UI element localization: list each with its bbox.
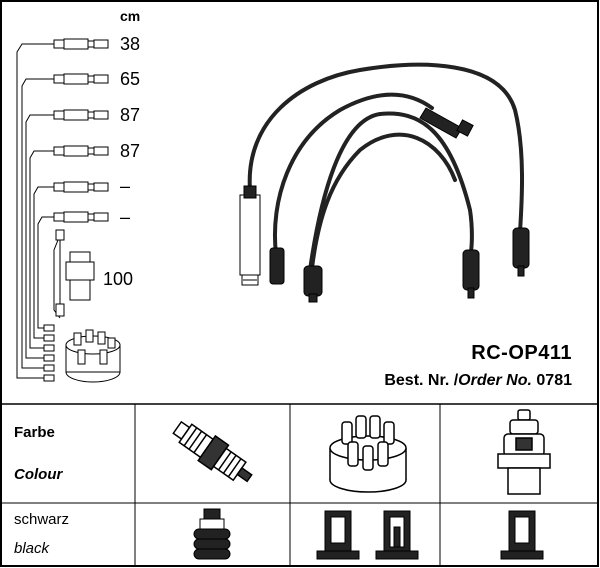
colour-header-en: Colour [14,466,63,483]
length-label: 87 [120,141,141,161]
connector-row-4 [53,145,109,157]
connector-row-1 [53,38,109,50]
length-label: – [120,176,131,196]
distributor-terminal-icon [316,510,360,560]
length-label: 100 [103,269,134,289]
colour-header-de: Farbe [14,424,55,441]
length-label: 87 [120,105,141,125]
spark-plug-terminal-icon [193,508,231,560]
order-number-line: Best. Nr. /Order No. 0781 [384,372,572,390]
wire-schematic [16,43,61,379]
schematic-distributor-icon [43,324,121,383]
length-label: 38 [120,34,141,54]
length-label: – [120,207,131,227]
connector-row-2 [53,73,109,85]
distributor-terminal-icon [375,510,419,560]
distributor-cap-icon [329,415,407,493]
cable-boots [239,107,530,303]
schematic-coil-icon [55,229,95,317]
ignition-cables [247,62,525,272]
product-code: RC-OP411 [471,342,572,364]
unit-label: cm [120,8,141,24]
ignition-coil-icon [497,409,551,495]
spark-plug-icon [172,420,253,483]
order-prefix: Best. Nr. / [384,372,459,389]
wire-38 [16,43,54,379]
connector-row-5 [53,181,109,193]
order-number: 0781 [536,372,572,389]
connector-row-3 [53,109,109,121]
connector-row-6 [53,211,109,223]
order-label: Order No. [458,372,532,389]
colour-value-en: black [14,540,50,557]
length-label: 65 [120,69,141,89]
colour-value-de: schwarz [14,511,70,528]
coil-terminal-icon [500,510,544,560]
